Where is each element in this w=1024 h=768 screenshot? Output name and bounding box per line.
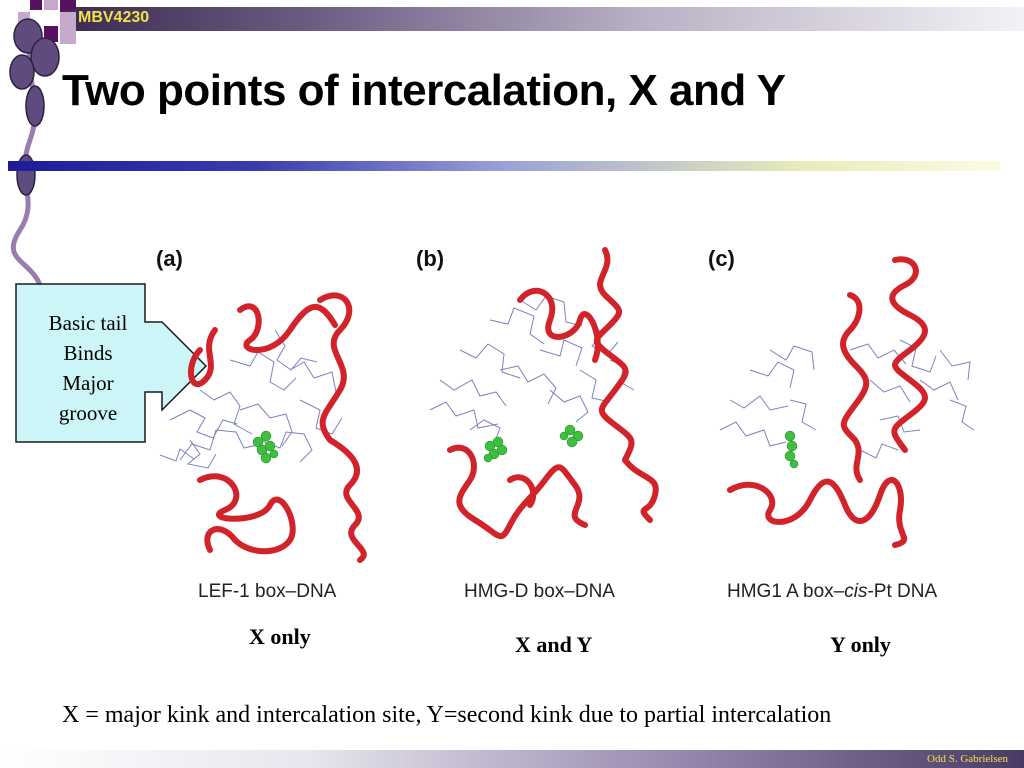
panel-caption-c: HMG1 A box–cis-Pt DNA [727,581,937,603]
molecule-hmg1-cispt-dna [719,256,975,548]
slide-title: Two points of intercalation, X and Y [62,66,786,115]
header-band [60,7,1024,31]
course-code: MBV4230 [78,9,150,26]
panel-note-c: Y only [830,632,891,657]
molecule-hmgd-dna [429,247,659,540]
author-credit: Odd S. Gabrielsen [927,753,1008,765]
caption-text: LEF-1 box–DNA [198,581,337,602]
footer-band [0,750,1024,768]
title-rule [8,161,1000,171]
panel-note-b: X and Y [515,632,593,657]
callout-line: Major [62,371,114,395]
caption-italic: cis [844,581,868,602]
panel-label-c: (c) [708,246,735,271]
panel-label-a: (a) [156,246,183,271]
panel-caption-a: LEF-1 box–DNA [198,581,336,603]
caption-text: -Pt DNA [867,581,938,602]
caption-text: HMG1 A box– [727,581,845,602]
molecule-lef1-dna [159,292,367,563]
bead-chain-decoration [9,18,60,287]
callout-arrow: Basic tail Binds Major groove [14,282,212,444]
panel-caption-b: HMG-D box–DNA [464,581,615,603]
panel-label-b: (b) [416,246,445,271]
callout-line: groove [58,401,118,425]
callout-line: Basic tail [48,311,128,335]
callout-text: Basic tail Binds Major groove [31,308,145,428]
caption-text: HMG-D box–DNA [464,581,615,602]
footnote: X = major kink and intercalation site, Y… [62,702,832,728]
callout-line: Binds [63,341,113,365]
panel-note-a: X only [249,624,311,649]
